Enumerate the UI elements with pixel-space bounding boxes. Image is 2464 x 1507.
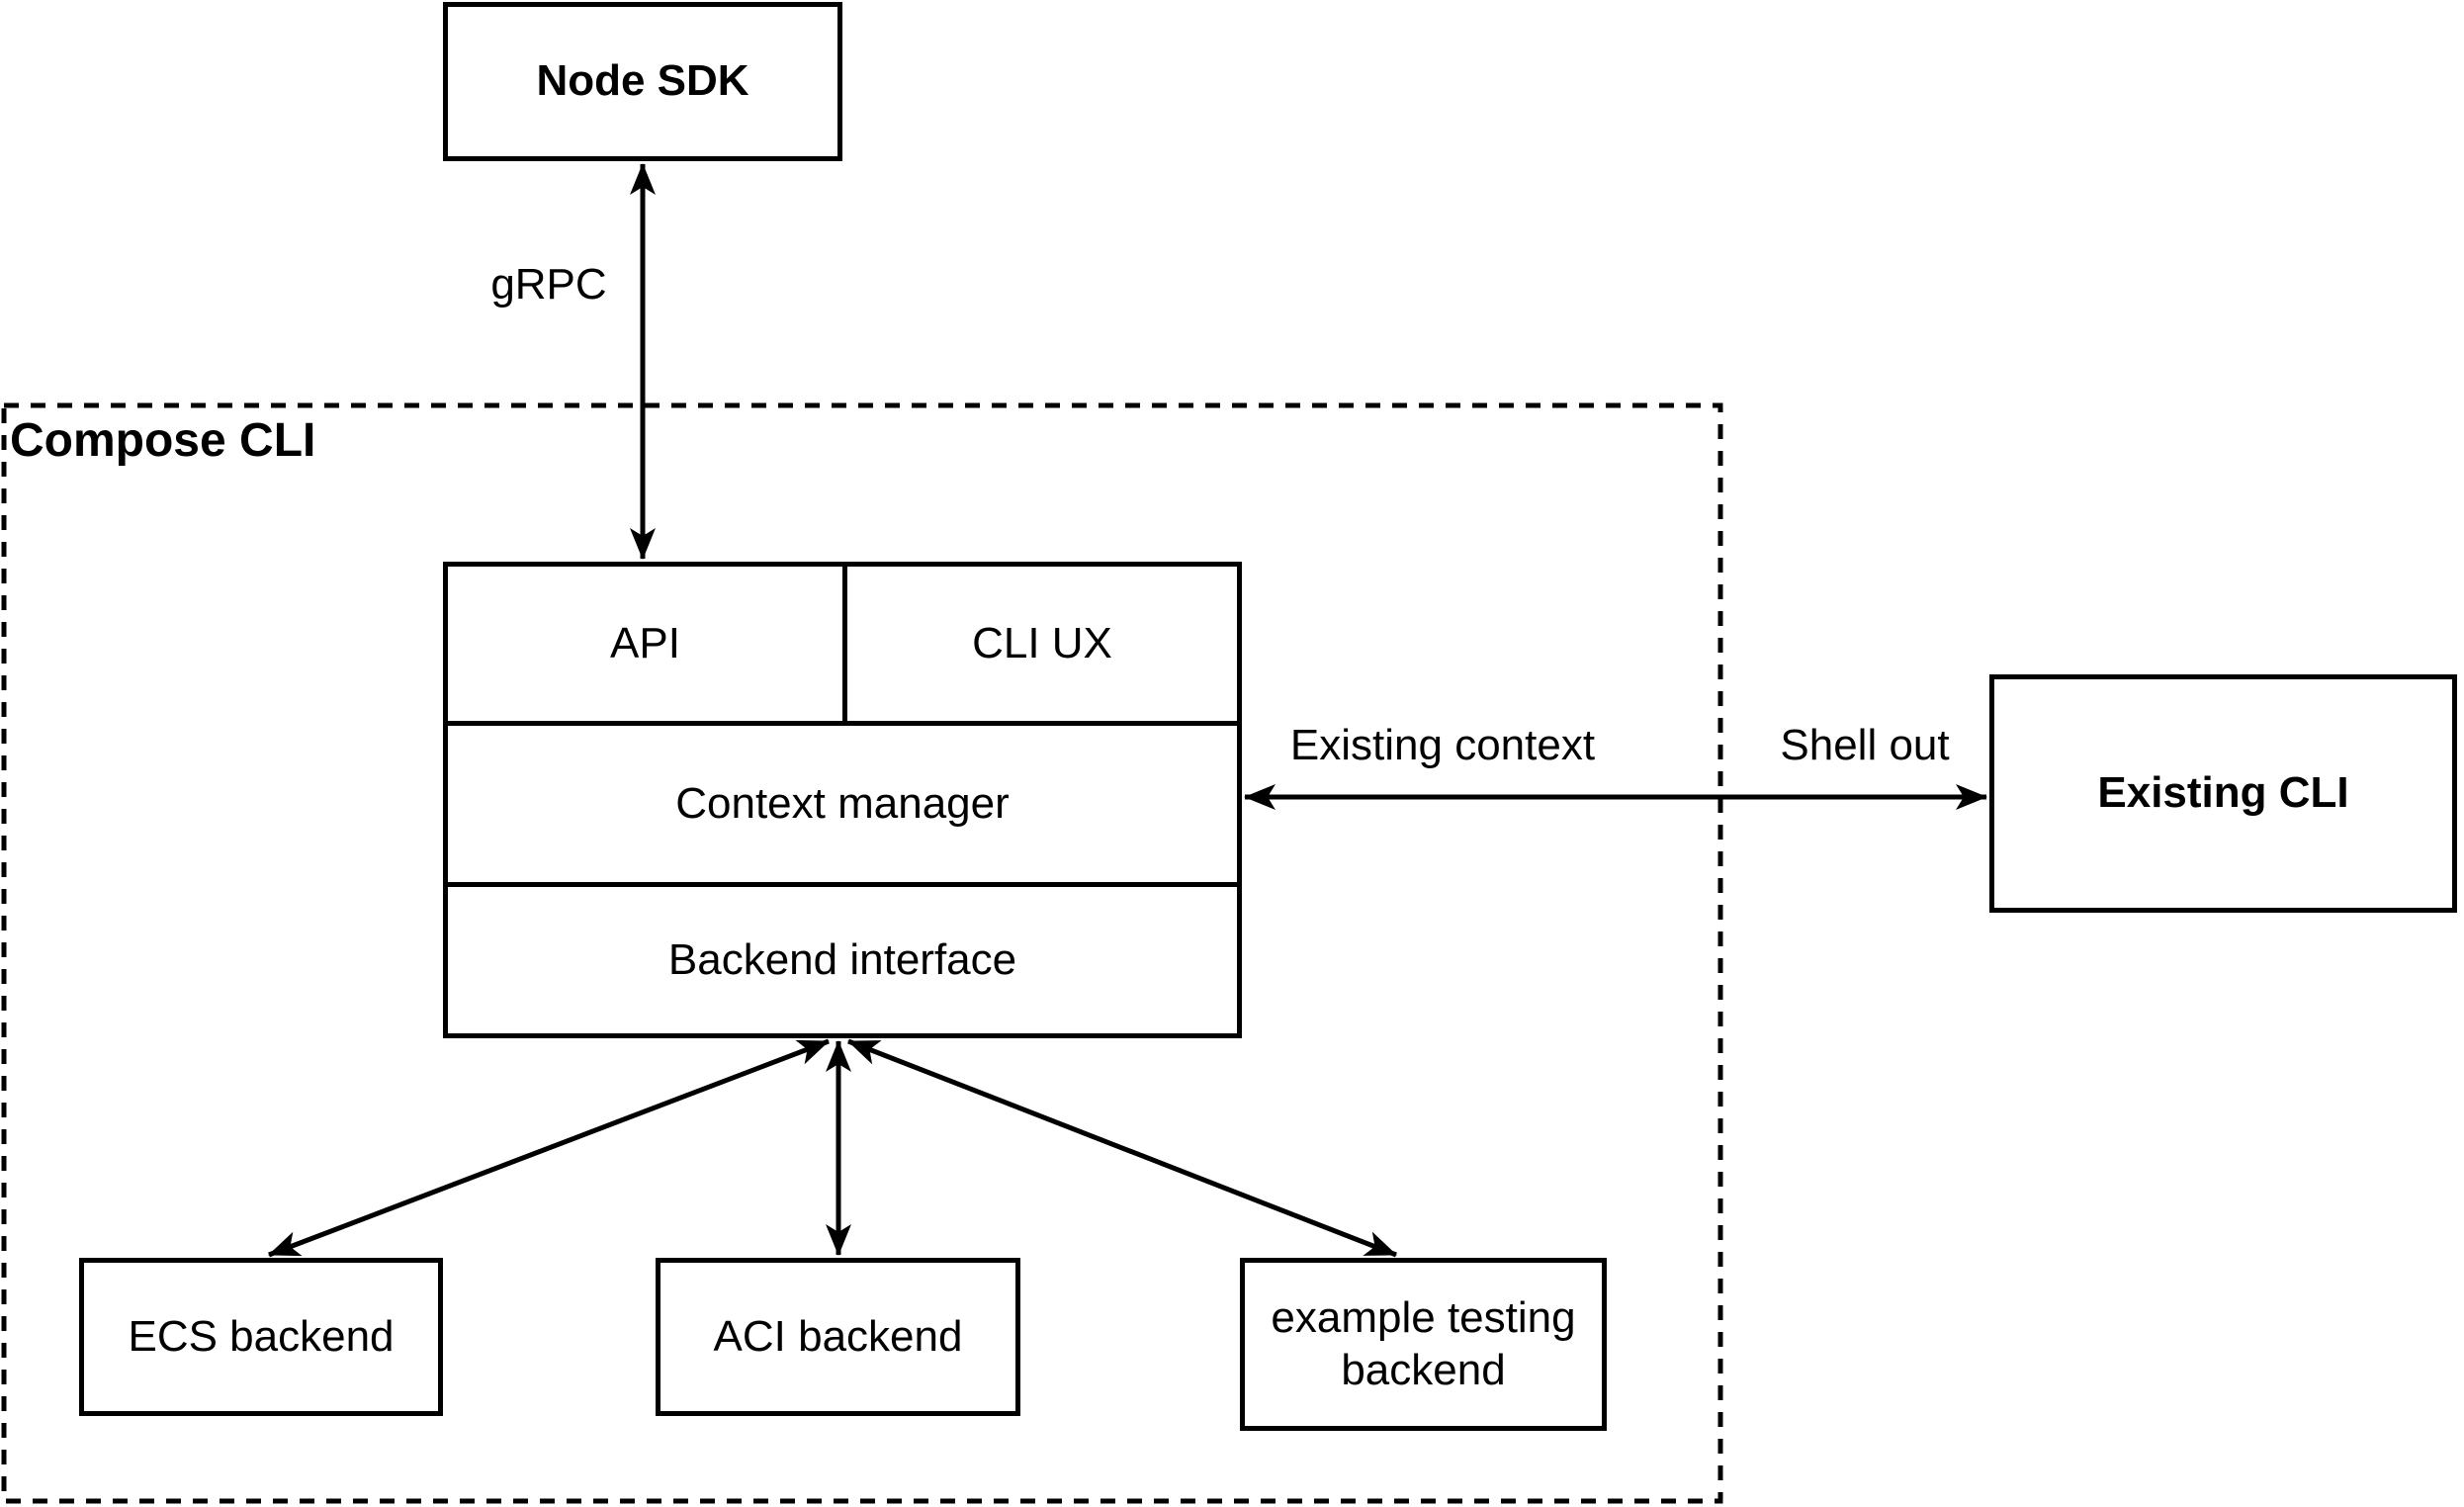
context-manager-cell: Context manager xyxy=(448,721,1237,882)
existing-context-edge-label: Existing context xyxy=(1289,721,1596,769)
existing-cli-box: Existing CLI xyxy=(1989,674,2457,913)
cli-ux-label: CLI UX xyxy=(972,619,1112,667)
example-testing-backend-label: example testing backend xyxy=(1271,1292,1576,1394)
backend-interface-cell: Backend interface xyxy=(448,882,1237,1033)
cli-ux-cell: CLI UX xyxy=(847,567,1237,721)
backend-ecs-arrow xyxy=(268,1038,830,1258)
node-sdk-box: Node SDK xyxy=(443,2,842,161)
compose-cli-group-border xyxy=(1,402,1723,1504)
example-testing-backend-box: example testing backend xyxy=(1240,1258,1607,1431)
grpc-edge-label: gRPC xyxy=(490,260,607,309)
backend-example-arrow xyxy=(847,1038,1397,1258)
compose-cli-core-box: API CLI UX Context manager Backend inter… xyxy=(443,562,1242,1038)
compose-cli-group-label: Compose CLI xyxy=(10,414,316,467)
backend-interface-label: Backend interface xyxy=(667,935,1017,984)
api-label: API xyxy=(610,619,680,667)
ecs-backend-box: ECS backend xyxy=(79,1258,443,1416)
api-cell: API xyxy=(448,567,847,721)
ecs-backend-label: ECS backend xyxy=(128,1311,395,1361)
context-manager-label: Context manager xyxy=(675,779,1010,828)
aci-backend-label: ACI backend xyxy=(713,1311,963,1361)
aci-backend-box: ACI backend xyxy=(656,1258,1020,1416)
shell-out-edge-label: Shell out xyxy=(1780,721,1950,769)
existing-cli-label: Existing CLI xyxy=(2097,768,2349,818)
node-sdk-label: Node SDK xyxy=(536,56,749,106)
top-row: API CLI UX xyxy=(448,567,1237,721)
